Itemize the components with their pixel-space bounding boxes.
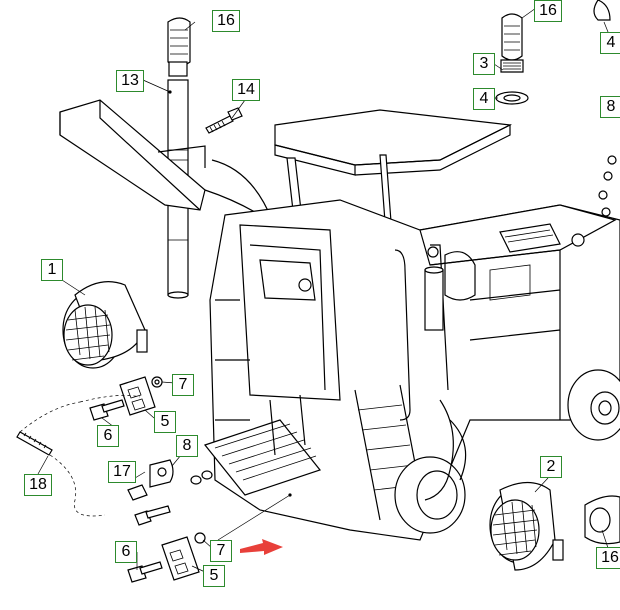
callout-4: 4 <box>473 88 495 110</box>
highlight-arrow <box>240 539 283 555</box>
callout-3: 3 <box>473 53 495 75</box>
callout-8: 8 <box>176 435 198 457</box>
callout-18: 18 <box>24 474 52 496</box>
callout-13: 13 <box>116 70 144 92</box>
bracket-bottom <box>127 532 206 583</box>
mounting-bracket <box>59 99 261 216</box>
beacon-lamp-right <box>495 0 611 105</box>
callout-5-upper: 5 <box>154 411 176 433</box>
bracket-upper <box>89 376 163 421</box>
bracket-lower <box>127 459 213 526</box>
beacon-pole-assembly <box>167 17 191 299</box>
callout-16-bottom: 16 <box>596 547 620 569</box>
callout-17: 17 <box>108 461 136 483</box>
callout-7-lower: 7 <box>210 540 232 562</box>
callout-7-upper: 7 <box>172 374 194 396</box>
callout-16-top-right: 16 <box>534 0 562 22</box>
paver-machine <box>203 109 620 541</box>
beacon-lamp-bottom <box>584 495 620 545</box>
callout-1: 1 <box>41 259 63 281</box>
work-light-1 <box>62 281 148 369</box>
callout-8-right: 8 <box>600 96 620 118</box>
callout-5-lower: 5 <box>203 565 225 587</box>
work-light-2 <box>489 481 564 571</box>
callout-16-top: 16 <box>212 10 240 32</box>
callout-14: 14 <box>232 79 260 101</box>
callout-2: 2 <box>540 456 562 478</box>
callout-6-upper: 6 <box>97 425 119 447</box>
callout-4-right: 4 <box>600 32 620 54</box>
callout-6-lower: 6 <box>115 541 137 563</box>
cable-18 <box>16 395 141 517</box>
